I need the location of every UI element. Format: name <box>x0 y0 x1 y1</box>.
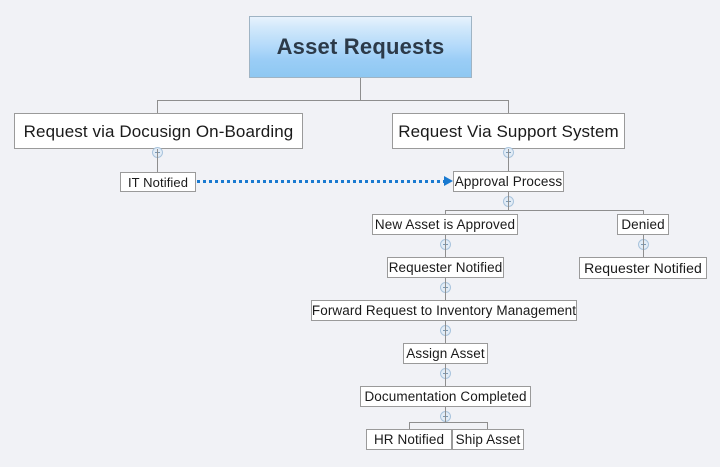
connector-assign-to-documentation <box>445 364 446 386</box>
connector-support-to-approval <box>508 149 509 172</box>
node-asset-requests[interactable]: Asset Requests <box>249 16 472 78</box>
connector-new-asset-to-requester <box>445 235 446 257</box>
node-it-notified[interactable]: IT Notified <box>120 172 196 192</box>
node-label: HR Notified <box>373 431 445 447</box>
connector-documentation-down <box>445 407 446 422</box>
node-assign-asset[interactable]: Assign Asset <box>403 343 488 364</box>
connector-documentation-children-bus <box>409 422 487 423</box>
node-label: Requester Notified <box>388 259 503 275</box>
node-label: Documentation Completed <box>364 388 527 404</box>
node-requester-notified-denied[interactable]: Requester Notified <box>579 257 707 279</box>
connector-approval-children-bus <box>445 210 644 211</box>
node-new-asset-is-approved[interactable]: New Asset is Approved <box>372 214 518 235</box>
connector-level1-bus <box>157 100 508 101</box>
node-approval-process[interactable]: Approval Process <box>453 171 564 192</box>
connector-to-docusign <box>157 100 158 113</box>
node-ship-asset[interactable]: Ship Asset <box>452 429 524 450</box>
connector-denied-to-requester <box>643 235 644 257</box>
node-label: Asset Requests <box>276 34 445 59</box>
node-hr-notified[interactable]: HR Notified <box>366 429 452 450</box>
node-label: Ship Asset <box>455 431 521 447</box>
node-request-via-docusign-on-boarding[interactable]: Request via Docusign On-Boarding <box>14 113 303 149</box>
node-label: New Asset is Approved <box>374 216 516 232</box>
connector-to-ship-asset <box>487 422 488 430</box>
node-label: IT Notified <box>127 174 189 190</box>
node-label: Request Via Support System <box>398 121 619 141</box>
node-documentation-completed[interactable]: Documentation Completed <box>360 386 531 407</box>
connector-to-support <box>508 100 509 113</box>
node-request-via-support-system[interactable]: Request Via Support System <box>392 113 625 149</box>
node-label: Approval Process <box>454 173 563 189</box>
node-label: Forward Request to Inventory Management <box>311 302 577 318</box>
node-forward-request-to-inventory-management[interactable]: Forward Request to Inventory Management <box>311 300 577 321</box>
node-label: Assign Asset <box>406 345 485 361</box>
relationship-arrowhead-icon <box>444 176 453 186</box>
connector-requester-to-forward <box>445 278 446 300</box>
node-label: Requester Notified <box>584 260 702 276</box>
connector-root-down <box>360 78 361 100</box>
node-label: Denied <box>621 216 665 232</box>
node-requester-notified-approved[interactable]: Requester Notified <box>387 257 504 278</box>
node-label: Request via Docusign On-Boarding <box>23 121 294 141</box>
connector-forward-to-assign <box>445 321 446 343</box>
connector-to-hr-notified <box>409 422 410 430</box>
relationship-link-it-notified-to-approval <box>197 180 446 183</box>
node-denied[interactable]: Denied <box>617 214 669 235</box>
connector-approval-down <box>508 192 509 210</box>
connector-docusign-to-it-notified <box>157 149 158 172</box>
